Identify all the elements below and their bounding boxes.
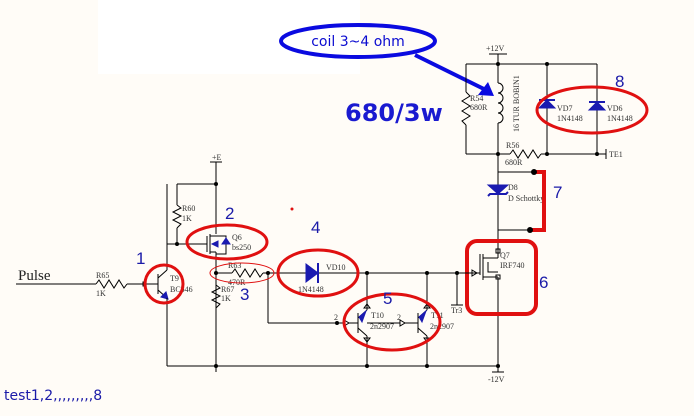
resistor-power-note: 680/3w bbox=[345, 99, 443, 127]
svg-text:2n2907: 2n2907 bbox=[430, 322, 454, 331]
marker-6-box bbox=[465, 239, 538, 316]
svg-text:680R: 680R bbox=[470, 103, 488, 112]
svg-text:Q7: Q7 bbox=[500, 251, 510, 260]
plus-12v-label: +12V bbox=[486, 44, 505, 53]
svg-text:R63: R63 bbox=[228, 261, 241, 270]
svg-text:1K: 1K bbox=[221, 294, 231, 303]
marker-3-number: 3 bbox=[240, 285, 249, 304]
marker-8-circle bbox=[535, 85, 649, 135]
coil-label: 16 TUR BOBIN1 bbox=[512, 75, 521, 132]
svg-text:D Schottky: D Schottky bbox=[508, 194, 544, 203]
svg-text:1N4148: 1N4148 bbox=[557, 114, 583, 123]
svg-text:T9: T9 bbox=[170, 274, 179, 283]
svg-text:R67: R67 bbox=[221, 285, 234, 294]
t10-t11-link: 2 bbox=[367, 313, 418, 327]
diode-vd6: VD6 1N4148 bbox=[587, 64, 633, 154]
svg-text:R56: R56 bbox=[506, 141, 519, 150]
stray-dot bbox=[290, 207, 294, 211]
mosfet-q7: Q7 IRF740 bbox=[469, 248, 524, 372]
svg-text:VD10: VD10 bbox=[326, 263, 346, 272]
svg-text:680R: 680R bbox=[505, 158, 523, 167]
plus-12v-rail: +12V bbox=[466, 44, 597, 66]
transistor-t10: T10 2n2907 bbox=[357, 273, 394, 366]
resistor-r67: R67 1K bbox=[210, 284, 234, 309]
coil-note: coil 3~4 ohm bbox=[279, 23, 494, 96]
diode-d8: D8 D Schottky bbox=[486, 154, 544, 248]
marker-7-bracket bbox=[530, 170, 546, 232]
coil-note-text: coil 3~4 ohm bbox=[311, 34, 405, 50]
test-note: test1,2,,,,,,,,,8 bbox=[4, 388, 102, 404]
svg-text:IRF740: IRF740 bbox=[500, 261, 524, 270]
svg-text:1N4148: 1N4148 bbox=[298, 285, 324, 294]
marker-4-number: 4 bbox=[311, 218, 320, 237]
transistor-t11: T11 2n2907 bbox=[417, 273, 454, 366]
mosfet-q6: Q6 bs250 bbox=[167, 233, 251, 372]
pulse-input: Pulse R65 1K bbox=[16, 268, 144, 298]
svg-text:1K: 1K bbox=[182, 214, 192, 223]
t10-t11-drive: 2 bbox=[267, 273, 358, 327]
arrow-head-icon bbox=[478, 82, 494, 96]
svg-text:Q6: Q6 bbox=[232, 233, 242, 242]
marker-3-circle bbox=[209, 262, 275, 284]
plus-e-rail: +E R60 1K bbox=[171, 153, 222, 244]
svg-text:1K: 1K bbox=[96, 289, 106, 298]
marker-5-number: 5 bbox=[383, 289, 392, 308]
svg-text:R65: R65 bbox=[96, 271, 109, 280]
marker-4-circle bbox=[276, 248, 360, 298]
svg-text:bs250: bs250 bbox=[232, 243, 251, 252]
marker-7-number: 7 bbox=[553, 183, 562, 202]
marker-1-circle bbox=[143, 263, 185, 305]
marker-2-number: 2 bbox=[225, 204, 234, 223]
coil-note-arrow bbox=[414, 53, 491, 94]
marker-8-number: 8 bbox=[615, 72, 624, 91]
resistor-r54: R54 680R bbox=[461, 64, 488, 154]
te1-label: TE1 bbox=[609, 150, 623, 159]
svg-text:2n2907: 2n2907 bbox=[370, 322, 394, 331]
minus-12v-label: -12V bbox=[488, 375, 505, 384]
svg-text:VD7: VD7 bbox=[557, 104, 573, 113]
resistor-r56: R56 680R TE1 bbox=[466, 141, 623, 167]
marker-6-number: 6 bbox=[539, 273, 548, 292]
svg-text:R54: R54 bbox=[470, 94, 483, 103]
diode-vd7: VD7 1N4148 bbox=[537, 64, 583, 154]
svg-text:D8: D8 bbox=[508, 183, 518, 192]
svg-text:1N4148: 1N4148 bbox=[607, 114, 633, 123]
svg-text:2: 2 bbox=[397, 313, 401, 322]
pulse-label: Pulse bbox=[18, 268, 51, 284]
minus-12v-rail: -12V bbox=[167, 364, 505, 384]
marker-1-number: 1 bbox=[136, 249, 145, 268]
marker-5-circle bbox=[342, 292, 442, 352]
tr3-label: Tr3 bbox=[451, 306, 462, 315]
coil-note-ellipse bbox=[279, 23, 437, 59]
note-background bbox=[98, 0, 360, 74]
marker-2-circle bbox=[185, 223, 269, 261]
svg-text:VD6: VD6 bbox=[607, 104, 623, 113]
coil-bobin1: 16 TUR BOBIN1 bbox=[497, 64, 521, 154]
svg-text:2: 2 bbox=[334, 313, 338, 322]
svg-text:T10: T10 bbox=[371, 311, 384, 320]
diode-vd10: VD10 1N4148 bbox=[298, 263, 346, 294]
svg-text:R60: R60 bbox=[182, 204, 195, 213]
plus-e-label: +E bbox=[212, 153, 222, 162]
